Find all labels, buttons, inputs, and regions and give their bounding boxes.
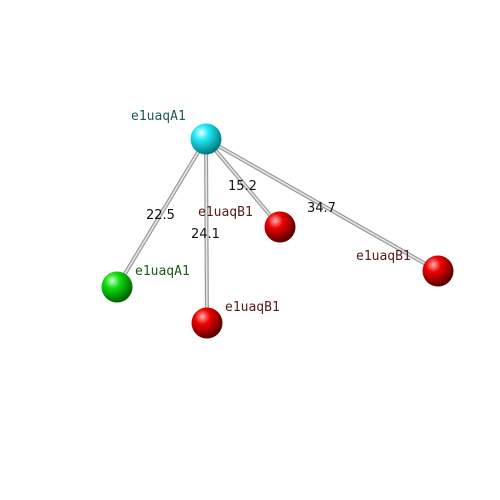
edge-a1-to-b1-right bbox=[205, 137, 439, 273]
node-sphere-a1-green[interactable] bbox=[101, 271, 133, 303]
node-label-b1-bottom: e1uaqB1 bbox=[225, 300, 280, 315]
node-label-b1-right: e1uaqB1 bbox=[356, 249, 411, 264]
edge-a1-to-b1-middle bbox=[204, 137, 282, 229]
edge-a1-to-b1-bottom bbox=[204, 138, 209, 324]
edge-labels: 22.5 24.1 15.2 34.7 bbox=[146, 179, 336, 242]
node-label-b1-middle: e1uaqB1 bbox=[198, 205, 253, 220]
edge-a1-to-a1 bbox=[115, 137, 208, 289]
edge-label-a1-b1-bottom: 24.1 bbox=[191, 227, 220, 242]
node-sphere-b1-middle[interactable] bbox=[264, 211, 296, 243]
node-sphere-a1-cyan[interactable] bbox=[190, 123, 222, 155]
edge-label-a1-b1-middle: 15.2 bbox=[228, 179, 257, 194]
node-labels: e1uaqA1 e1uaqA1 e1uaqB1 e1uaqB1 e1uaqB1 bbox=[131, 109, 411, 315]
edges bbox=[115, 137, 439, 324]
edge-label-a1-b1-right: 34.7 bbox=[307, 201, 336, 216]
nodes bbox=[101, 123, 454, 339]
node-sphere-b1-right[interactable] bbox=[422, 255, 454, 287]
edge-label-a1-a1: 22.5 bbox=[146, 208, 175, 223]
node-label-a1-cyan: e1uaqA1 bbox=[131, 109, 186, 124]
node-label-a1-green: e1uaqA1 bbox=[135, 264, 190, 279]
node-sphere-b1-bottom[interactable] bbox=[191, 307, 223, 339]
